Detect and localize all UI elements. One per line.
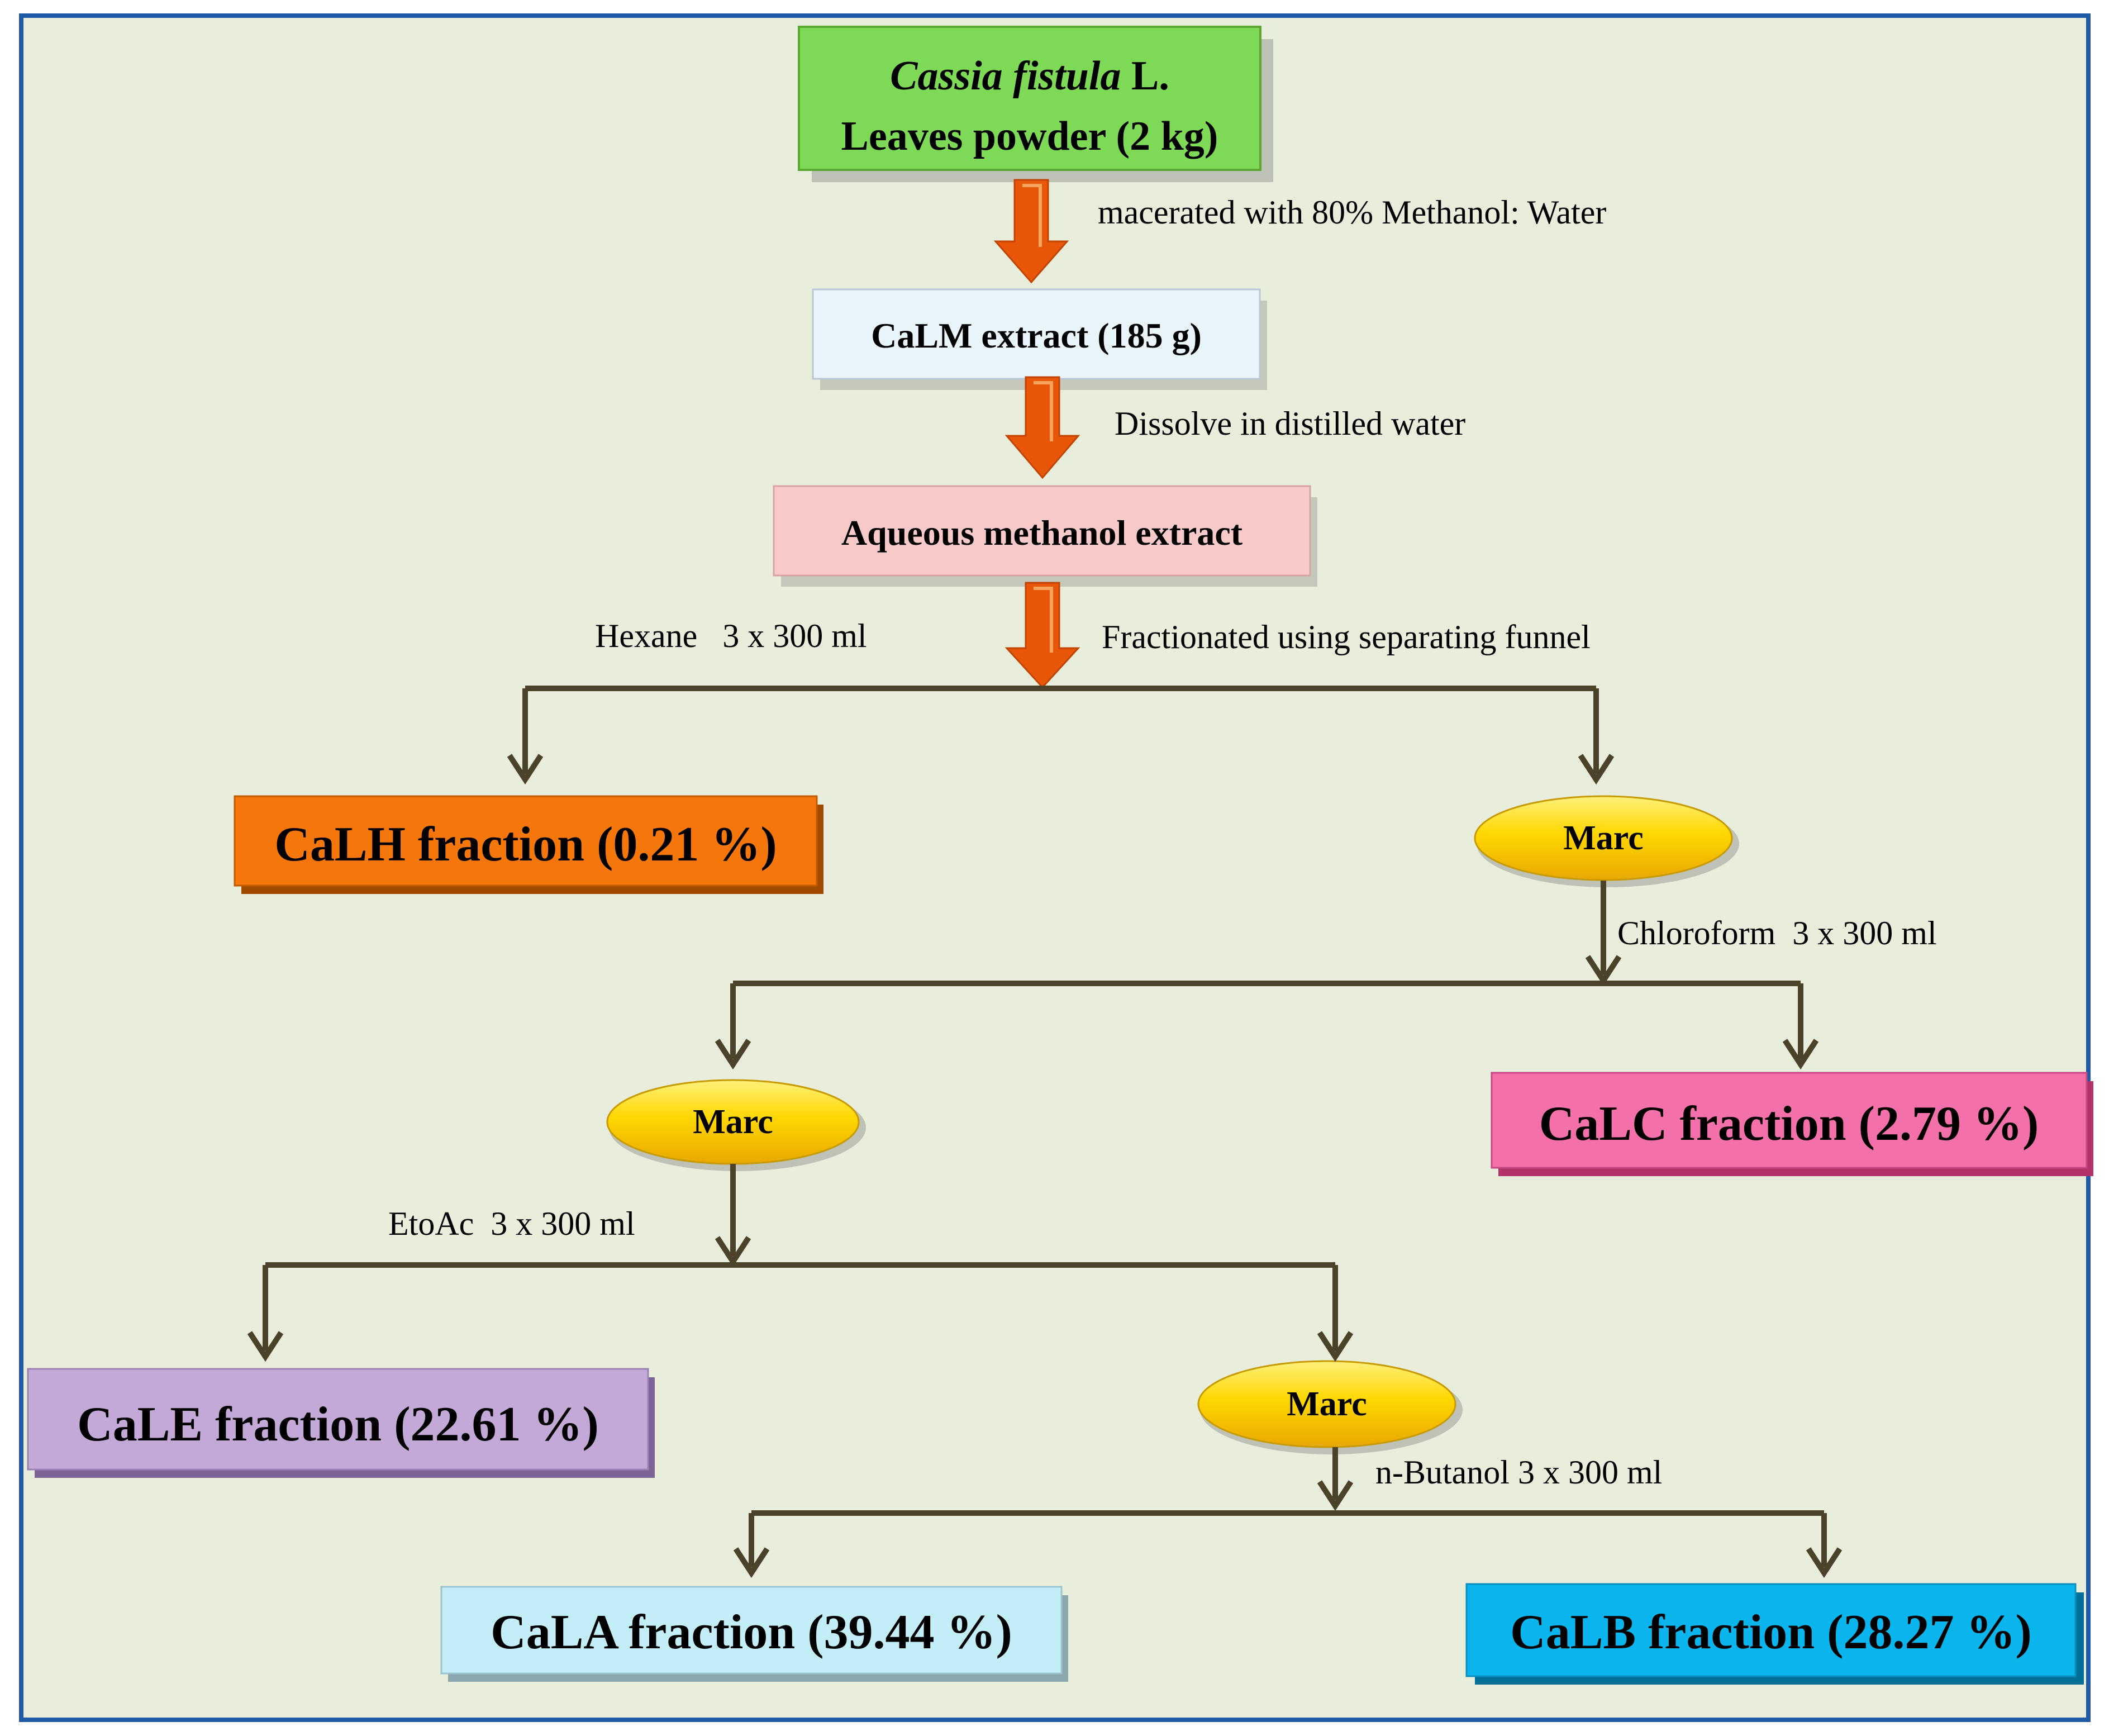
orange-arrow-2 xyxy=(1004,376,1080,479)
aqueous-extract-node: Aqueous methanol extract xyxy=(773,485,1317,587)
calc-fraction-label: CaLC fraction (2.79 %) xyxy=(1539,1097,2039,1151)
arrowhead-calc xyxy=(1782,1039,1819,1070)
aqueous-extract-label: Aqueous methanol extract xyxy=(841,513,1243,553)
marc-node-2: Marc xyxy=(606,1079,866,1171)
cala-fraction-node: CaLA fraction (39.44 %) xyxy=(440,1586,1068,1682)
cale-fraction-node: CaLE fraction (22.61 %) xyxy=(27,1368,655,1478)
cala-fraction-label: CaLA fraction (39.44 %) xyxy=(491,1605,1012,1659)
arrowhead-cale xyxy=(247,1331,284,1362)
start-subtitle: Leaves powder (2 kg) xyxy=(841,113,1218,159)
start-title-rest: L. xyxy=(1121,53,1169,99)
arrowhead-marc2-down xyxy=(715,1236,751,1267)
connectors xyxy=(263,686,1827,1567)
step-label-macerate: macerated with 80% Methanol: Water xyxy=(1098,194,1606,231)
step-label-chloroform: Chloroform 3 x 300 ml xyxy=(1617,915,1937,952)
start-title-italic: Cassia fistula xyxy=(890,53,1121,99)
arrowhead-marc3-down xyxy=(1317,1480,1354,1511)
calb-fraction-label: CaLB fraction (28.27 %) xyxy=(1510,1605,2032,1659)
arrowhead-marc2 xyxy=(715,1039,751,1070)
marc-label-3: Marc xyxy=(1287,1385,1367,1423)
marc-label-1: Marc xyxy=(1563,819,1643,857)
arrowhead-marc3 xyxy=(1317,1331,1354,1362)
arrowhead-marc1-down xyxy=(1585,955,1622,986)
marc-label-2: Marc xyxy=(693,1103,773,1141)
step-label-hexane: Hexane 3 x 300 ml xyxy=(595,617,867,654)
calm-extract-label: CaLM extract (185 g) xyxy=(871,316,1202,355)
start-box xyxy=(798,26,1261,171)
arrowhead-marc1 xyxy=(1578,754,1615,785)
cale-fraction-label: CaLE fraction (22.61 %) xyxy=(77,1397,599,1452)
arrowhead-calb xyxy=(1806,1547,1843,1578)
calb-fraction-node: CaLB fraction (28.27 %) xyxy=(1465,1583,2084,1685)
marc-node-3: Marc xyxy=(1197,1360,1463,1454)
marc-node-1: Marc xyxy=(1474,795,1739,887)
arrowhead-cala xyxy=(733,1547,770,1578)
step-label-butanol: n-Butanol 3 x 300 ml xyxy=(1375,1454,1662,1491)
step-label-etoac: EtoAc 3 x 300 ml xyxy=(388,1205,635,1242)
start-node: Cassia fistula L. Leaves powder (2 kg) xyxy=(798,26,1273,182)
step-label-fractionate: Fractionated using separating funnel xyxy=(1102,619,1591,655)
arrowhead-calh xyxy=(507,754,544,785)
step-label-dissolve: Dissolve in distilled water xyxy=(1115,405,1465,442)
orange-arrow-1 xyxy=(993,179,1069,284)
calh-fraction-node: CaLH fraction (0.21 %) xyxy=(234,795,823,894)
orange-arrow-3 xyxy=(1004,582,1080,689)
calc-fraction-node: CaLC fraction (2.79 %) xyxy=(1491,1072,2093,1176)
calm-extract-node: CaLM extract (185 g) xyxy=(812,288,1267,390)
start-title: Cassia fistula L. xyxy=(890,53,1169,99)
calh-fraction-label: CaLH fraction (0.21 %) xyxy=(274,817,777,872)
arrowheads xyxy=(247,754,1843,1578)
